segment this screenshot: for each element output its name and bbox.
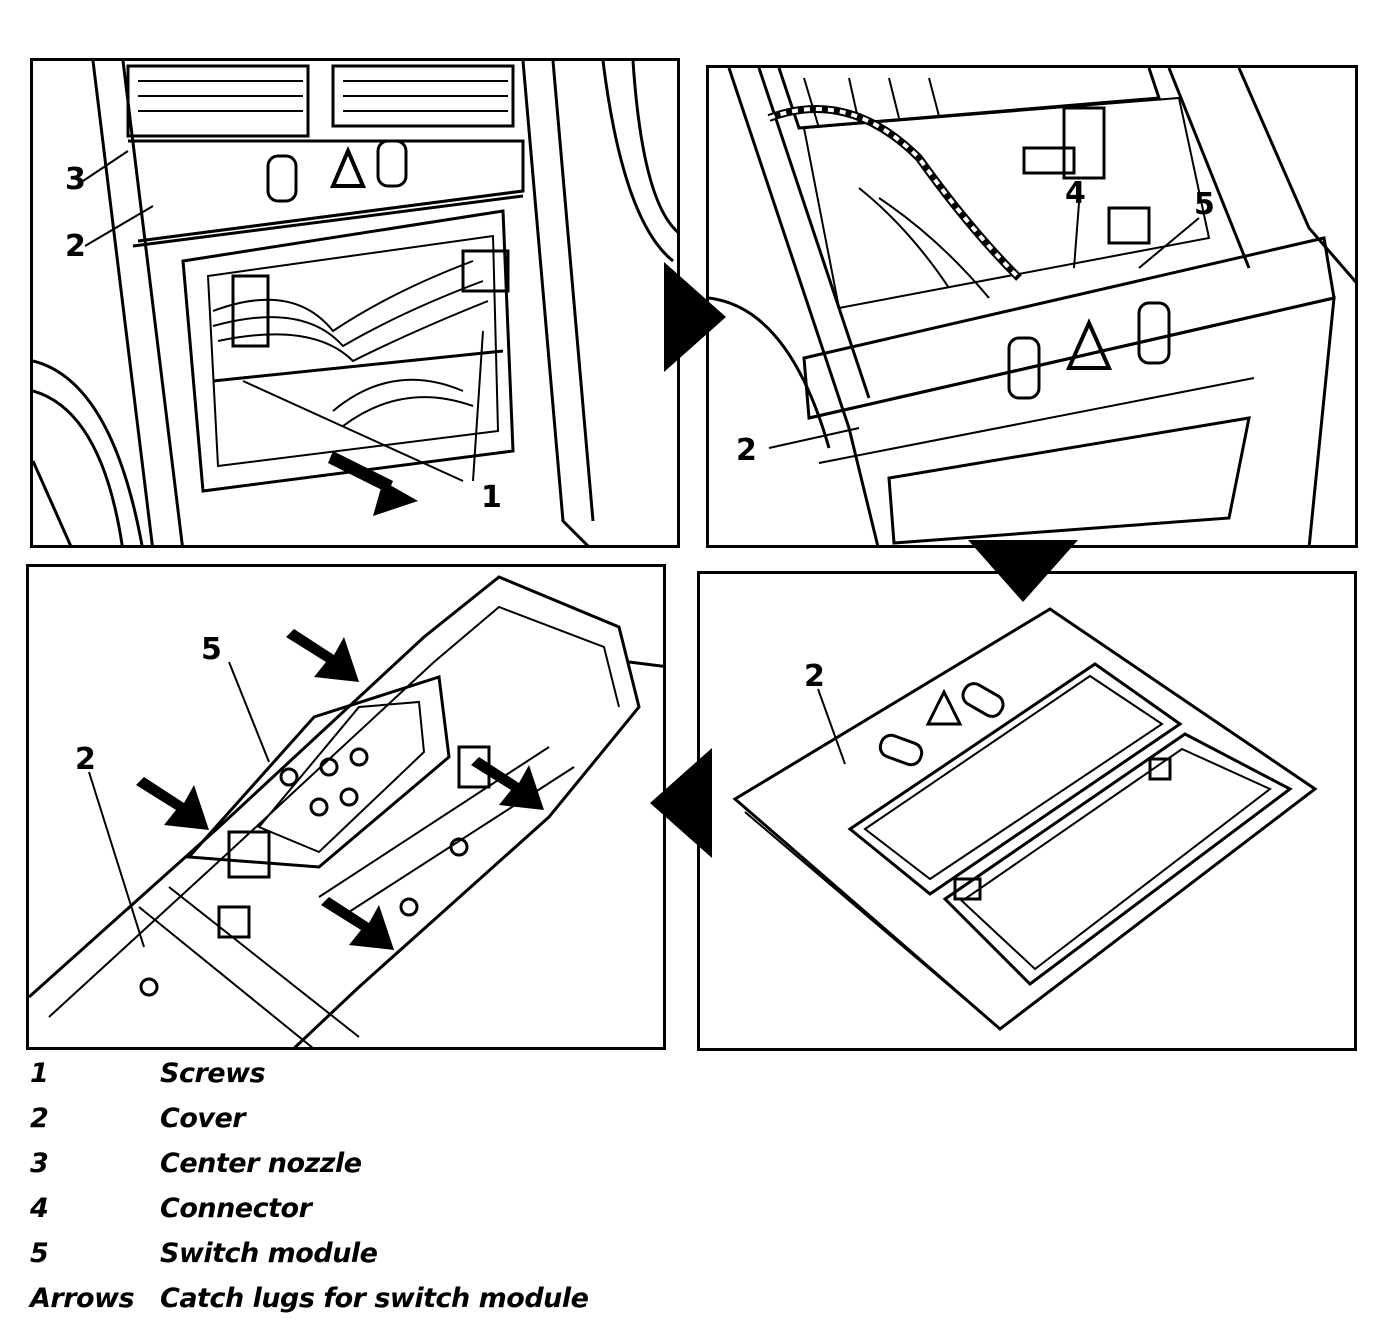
legend-key: 1 (30, 1058, 49, 1089)
legend-row: 1 Screws (30, 1058, 730, 1103)
callout-5: 5 (1194, 187, 1215, 222)
legend-label: Connector (160, 1193, 312, 1224)
catch-lug-arrow (136, 777, 209, 830)
legend-row: 4 Connector (30, 1193, 730, 1238)
callout-2: 2 (804, 659, 825, 694)
panel-release-switch-module-callouts: 5 2 (75, 632, 222, 777)
callout-2: 2 (75, 742, 96, 777)
panel-release-switch-module-drawing: 5 2 (29, 575, 663, 1047)
panel-remove-screws-callouts: 3 2 1 (65, 162, 502, 515)
legend-row: Arrows Catch lugs for switch module (30, 1283, 730, 1328)
legend-row: 5 Switch module (30, 1238, 730, 1283)
callout-1: 1 (481, 480, 502, 515)
panel-cover-removed: 2 (697, 571, 1357, 1051)
legend-label: Switch module (160, 1238, 378, 1269)
flow-arrow-right (664, 262, 726, 372)
callout-2: 2 (65, 229, 86, 264)
legend-label: Screws (160, 1058, 266, 1089)
callout-3: 3 (65, 162, 86, 197)
catch-lug-arrow (471, 757, 544, 810)
legend-key: 2 (30, 1103, 49, 1134)
catch-lug-arrow (286, 629, 359, 682)
flow-arrow-left (650, 748, 712, 858)
catch-lug-arrow (321, 897, 394, 950)
callout-5: 5 (201, 632, 222, 667)
legend-label: Center nozzle (160, 1148, 362, 1179)
callout-2: 2 (736, 433, 757, 468)
legend: 1 Screws 2 Cover 3 Center nozzle 4 Conne… (30, 1058, 730, 1328)
panel-pull-cover-drawing: 4 5 2 (709, 68, 1355, 545)
flow-arrow-down (968, 540, 1078, 602)
legend-row: 3 Center nozzle (30, 1148, 730, 1193)
panel-pull-cover: 4 5 2 (706, 65, 1358, 548)
legend-label: Cover (160, 1103, 246, 1134)
legend-key: Arrows (30, 1283, 135, 1314)
legend-key: 5 (30, 1238, 49, 1269)
panel-cover-removed-callouts: 2 (804, 659, 825, 694)
panel-release-switch-module: 5 2 (26, 564, 666, 1050)
legend-key: 3 (30, 1148, 49, 1179)
panel-pull-cover-callouts: 4 5 2 (736, 176, 1215, 468)
catch-lug-arrows (136, 629, 544, 950)
legend-row: 2 Cover (30, 1103, 730, 1148)
legend-key: 4 (30, 1193, 49, 1224)
panel-remove-screws: 3 2 1 (30, 58, 680, 548)
panel-remove-screws-drawing: 3 2 1 (33, 61, 677, 545)
callout-4: 4 (1065, 176, 1086, 211)
panel-cover-removed-drawing: 2 (732, 607, 1318, 1031)
legend-label: Catch lugs for switch module (160, 1283, 589, 1314)
